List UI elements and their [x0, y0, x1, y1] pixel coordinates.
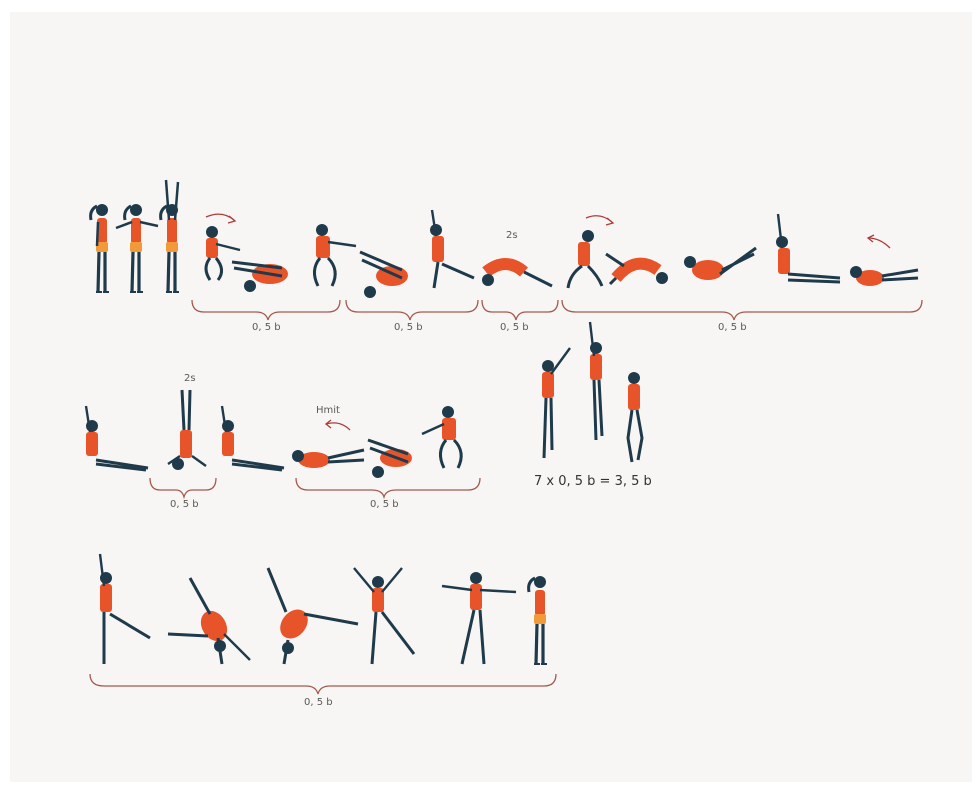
figure-row2-6	[422, 406, 461, 468]
time-label: 2s	[184, 373, 196, 384]
figure-row1-2	[116, 204, 158, 292]
time-label: 2s	[506, 230, 518, 241]
figure-row1-4	[206, 226, 240, 280]
figure-row3-2	[168, 578, 250, 664]
points-label: 0, 5 b	[370, 499, 399, 510]
figure-row1-3	[161, 180, 179, 292]
figure-jump-3	[628, 372, 642, 462]
figure-row1-9	[482, 264, 552, 286]
figure-row3-5	[442, 572, 516, 664]
figure-jump-2	[590, 322, 602, 440]
hmit-label: Hmit	[316, 405, 340, 416]
figure-row2-2	[168, 390, 206, 470]
total-points: 7 x 0, 5 b = 3, 5 b	[534, 474, 652, 489]
figure-row3-3	[268, 568, 358, 664]
figure-row1-13	[776, 214, 840, 282]
figure-row1-11	[606, 254, 668, 284]
points-label: 0, 5 b	[718, 322, 747, 333]
figure-row3-1	[100, 554, 150, 664]
points-label: 0, 5 b	[304, 697, 333, 708]
figure-row2-5	[368, 440, 412, 478]
points-label: 0, 5 b	[170, 499, 199, 510]
figure-row1-1	[91, 204, 109, 292]
figure-jump-1	[542, 348, 570, 458]
figure-row3-4	[354, 568, 414, 664]
points-label: 0, 5 b	[500, 322, 529, 333]
figure-row2-1	[86, 406, 148, 470]
figure-row1-7	[360, 252, 408, 298]
figure-row1-8	[430, 210, 474, 288]
figure-row1-12	[684, 248, 756, 280]
figure-row1-6	[314, 224, 356, 286]
figure-row2-4	[292, 450, 364, 468]
points-label: 0, 5 b	[252, 322, 281, 333]
figure-row2-3	[222, 406, 284, 470]
points-label: 0, 5 b	[394, 322, 423, 333]
figure-row1-10	[568, 230, 602, 288]
figure-row1-5	[232, 262, 288, 292]
figure-row1-14	[850, 266, 918, 286]
figure-row3-6	[529, 576, 547, 664]
